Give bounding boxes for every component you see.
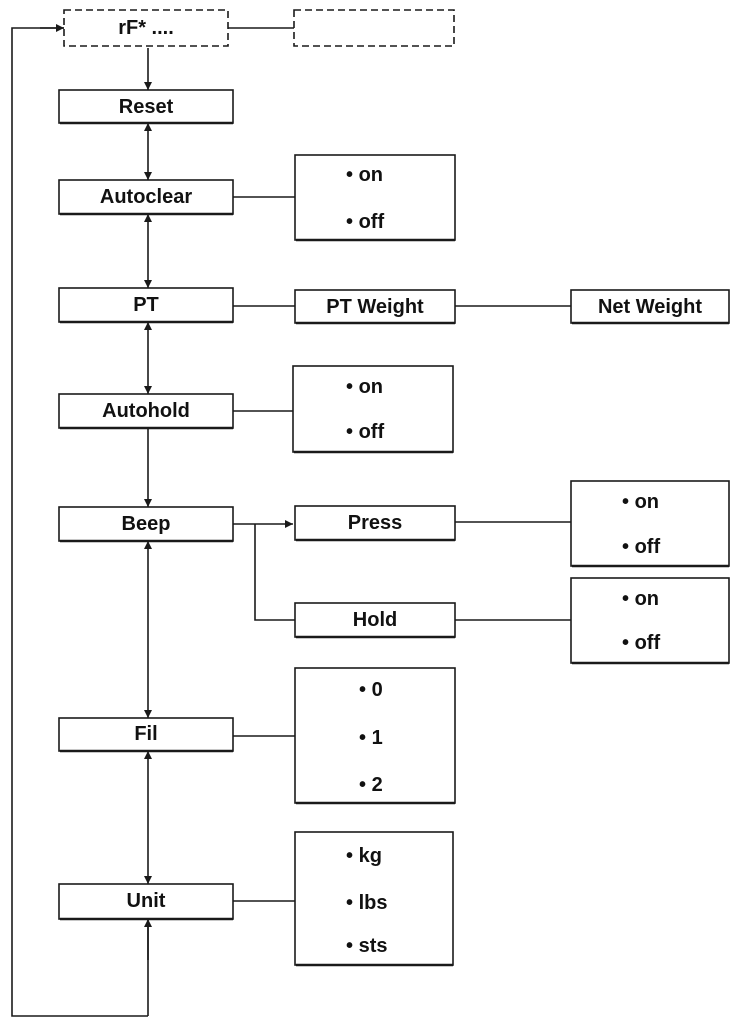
press-label: Press <box>348 512 403 534</box>
hold-options: • on • off <box>570 577 730 665</box>
menu-item-pt-weight: PT Weight <box>294 289 456 325</box>
menu-item-reset: Reset <box>58 89 234 125</box>
autoclear-label: Autoclear <box>100 186 192 208</box>
hold-label: Hold <box>353 609 397 631</box>
start-label: rF* .... <box>118 17 174 39</box>
hold-option-on: • on <box>622 588 659 610</box>
unit-option-lbs: • lbs <box>346 892 387 914</box>
fil-option-1: • 1 <box>359 727 383 749</box>
hold-option-off: • off <box>622 632 660 654</box>
press-option-on: • on <box>622 491 659 513</box>
pt-weight-label: PT Weight <box>326 296 424 318</box>
autohold-option-off: • off <box>346 421 384 443</box>
autoclear-option-on: • on <box>346 164 383 186</box>
menu-item-net-weight: Net Weight <box>570 289 730 325</box>
autohold-options: • on • off <box>292 365 454 454</box>
menu-item-autoclear: Autoclear <box>58 179 234 216</box>
unit-label: Unit <box>127 890 166 912</box>
menu-item-unit: Unit <box>58 883 234 921</box>
main-menu: rF* .... Reset Autoclear PT PT Wei <box>58 9 730 921</box>
connectors <box>11 24 571 1017</box>
line-beep-hold <box>254 524 295 621</box>
fil-options: • 0 • 1 • 2 <box>294 667 456 805</box>
start-extra-node <box>293 9 455 47</box>
beep-label: Beep <box>122 513 171 535</box>
fil-option-0: • 0 <box>359 679 383 701</box>
fil-option-2: • 2 <box>359 774 383 796</box>
menu-item-autohold: Autohold <box>58 393 234 430</box>
menu-item-beep: Beep <box>58 506 234 543</box>
menu-item-pt: PT <box>58 287 234 324</box>
press-options: • on • off <box>570 480 730 568</box>
unit-option-kg: • kg <box>346 845 382 867</box>
option-boxes: • on • off • on • off • on • off • on • … <box>292 154 730 967</box>
unit-option-sts: • sts <box>346 935 387 957</box>
menu-item-fil: Fil <box>58 717 234 753</box>
net-weight-label: Net Weight <box>598 296 702 318</box>
pt-label: PT <box>133 294 159 316</box>
autoclear-option-off: • off <box>346 211 384 233</box>
fil-label: Fil <box>134 723 157 745</box>
reset-label: Reset <box>119 96 174 118</box>
menu-item-hold: Hold <box>294 602 456 639</box>
autohold-label: Autohold <box>102 400 190 422</box>
menu-item-press: Press <box>294 505 456 542</box>
start-node: rF* .... <box>63 9 229 47</box>
autoclear-options: • on • off <box>294 154 456 242</box>
unit-options: • kg • lbs • sts <box>294 831 454 967</box>
autohold-option-on: • on <box>346 376 383 398</box>
press-option-off: • off <box>622 536 660 558</box>
